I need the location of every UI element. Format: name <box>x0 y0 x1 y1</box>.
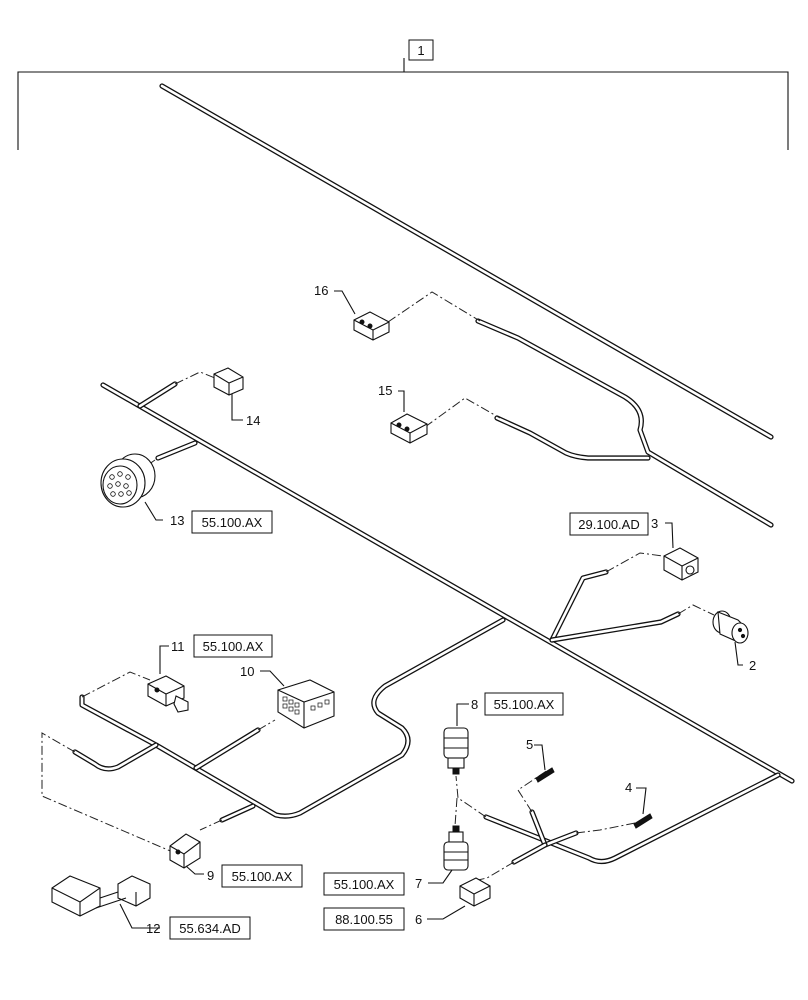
item-4-number: 4 <box>625 780 632 795</box>
assembly-bracket <box>17 39 789 150</box>
item-1-number: 1 <box>417 43 424 58</box>
plug-8 <box>443 727 469 775</box>
dash-dot-leaders <box>41 291 715 881</box>
item-11-ref: 55.100.AX <box>203 639 264 654</box>
connector-14 <box>213 367 244 396</box>
item-3-ref: 29.100.AD <box>578 517 639 532</box>
item-11-number: 11 <box>171 639 185 654</box>
item-6-ref: 88.100.55 <box>335 912 393 927</box>
connector-3 <box>663 547 699 581</box>
connector-12 <box>51 875 151 917</box>
item-9-number: 9 <box>207 868 214 883</box>
connector-15 <box>390 413 428 444</box>
item-3-number: 3 <box>651 516 658 531</box>
round-connector-13 <box>100 453 156 508</box>
item-numbers: 1 2 3 4 5 6 7 8 9 10 11 12 13 14 15 16 <box>146 43 756 936</box>
item-13-ref: 55.100.AX <box>202 515 263 530</box>
item-10-number: 10 <box>240 664 254 679</box>
item-14-number: 14 <box>246 413 260 428</box>
terminal-5 <box>535 767 555 783</box>
harness-wires <box>72 83 795 865</box>
reference-boxes <box>169 510 649 940</box>
plug-7 <box>443 825 469 871</box>
item-8-ref: 55.100.AX <box>494 697 555 712</box>
reference-codes: 29.100.AD 55.100.AX 55.100.AX 55.100.AX … <box>179 515 639 936</box>
item-9-ref: 55.100.AX <box>232 869 293 884</box>
item-7-ref: 55.100.AX <box>334 877 395 892</box>
item-6-number: 6 <box>415 912 422 927</box>
item-12-number: 12 <box>146 921 160 936</box>
callout-leaders <box>119 290 743 929</box>
connector-16 <box>353 311 390 341</box>
connector-11 <box>147 675 189 713</box>
item-2-number: 2 <box>749 658 756 673</box>
item-13-number: 13 <box>170 513 184 528</box>
item-5-number: 5 <box>526 737 533 752</box>
item-12-ref: 55.634.AD <box>179 921 240 936</box>
item-8-number: 8 <box>471 697 478 712</box>
connector-9 <box>169 833 201 869</box>
terminal-4 <box>633 813 653 829</box>
item-7-number: 7 <box>415 876 422 891</box>
connector-block-10 <box>277 679 335 729</box>
item-15-number: 15 <box>378 383 392 398</box>
item-16-number: 16 <box>314 283 328 298</box>
connector-6 <box>459 877 491 907</box>
connector-2 <box>712 610 749 644</box>
